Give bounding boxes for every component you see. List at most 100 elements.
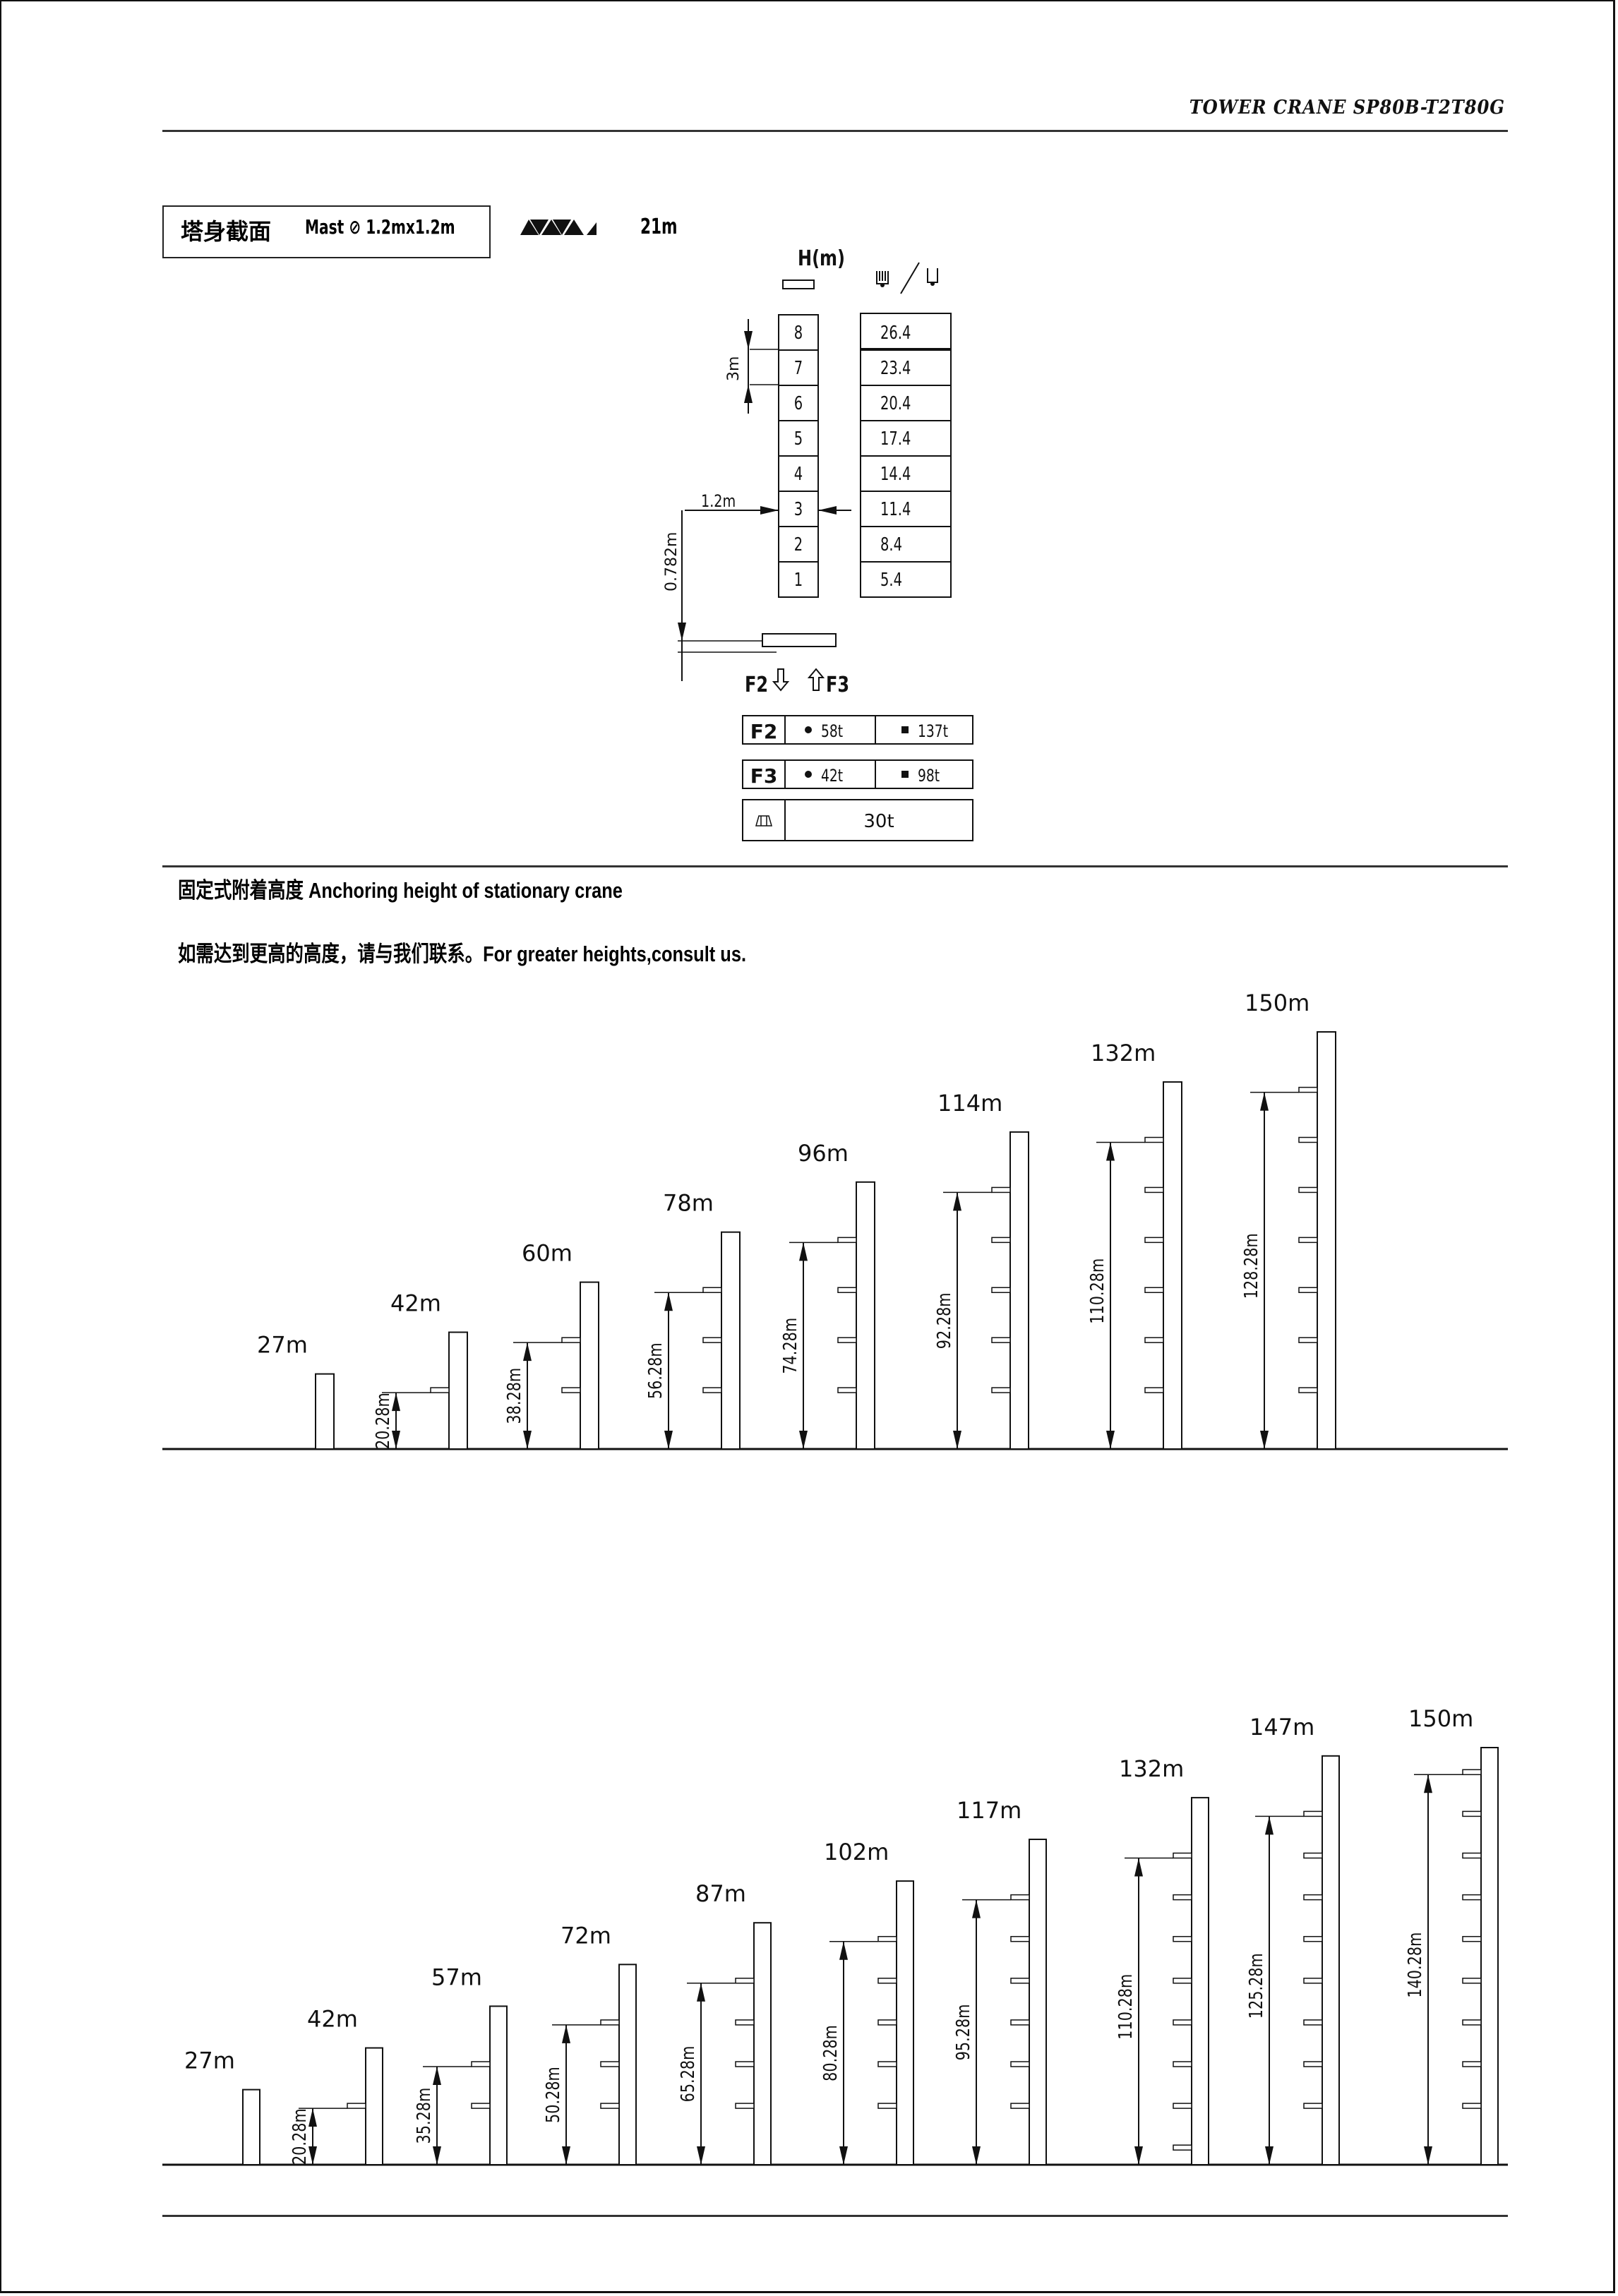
anchor-frame xyxy=(877,2061,897,2067)
anchor-frame xyxy=(1173,2019,1192,2026)
working-state-icon xyxy=(805,771,812,778)
anchor-frame xyxy=(1173,2103,1192,2109)
anchor-frame xyxy=(1303,1810,1323,1817)
anchor-frame xyxy=(1303,2061,1323,2067)
anchor-frame xyxy=(1010,1935,1030,1942)
anchor-frame xyxy=(600,2061,620,2067)
anchor-frame xyxy=(1303,1935,1323,1942)
anchor-frame xyxy=(1144,1186,1164,1194)
anchor-height-dim: 110.28m xyxy=(1086,1258,1108,1324)
height-value: 8.4 xyxy=(880,534,902,555)
anchor-frame xyxy=(1010,2061,1030,2067)
total-height-label: 87m xyxy=(695,1880,746,1907)
anchor-frame xyxy=(1173,1935,1192,1942)
section-number: 5 xyxy=(794,428,803,449)
working-force-value: 42t xyxy=(821,767,843,786)
anchor-frame xyxy=(561,1387,581,1393)
anchor-frame xyxy=(837,1337,857,1343)
ballast-row: 30t xyxy=(742,799,973,841)
anchor-height-dim: 110.28m xyxy=(1115,1974,1137,2040)
anchor-frame xyxy=(702,1287,722,1294)
total-height-label: 72m xyxy=(561,1922,611,1949)
anchor-frame xyxy=(1462,1978,1482,1984)
anchor-frame xyxy=(1144,1237,1164,1244)
total-height-label: 27m xyxy=(184,2048,235,2074)
anchoring-note: 如需达到更高的高度，请与我们联系。For greater heights,con… xyxy=(178,942,747,966)
total-height-label: 150m xyxy=(1245,990,1310,1016)
header-rule xyxy=(162,130,1508,132)
anchor-frame xyxy=(1298,1086,1318,1093)
anchor-frame xyxy=(1303,1978,1323,1984)
f2-legend: F2 xyxy=(745,673,768,697)
mast-section-box: 塔身截面 Mast ⊘ 1.2mx1.2m xyxy=(162,205,491,258)
anchoring-chart-2: 27m42m20.28m57m35.28m72m50.28m87m65.28m1… xyxy=(162,1705,1508,2166)
anchor-frame xyxy=(561,1337,581,1343)
anchor-frame xyxy=(877,1935,897,1942)
anchor-frame xyxy=(877,1978,897,1984)
section-number: 3 xyxy=(794,499,803,519)
total-height-label: 102m xyxy=(824,1839,889,1865)
anchor-frame xyxy=(1010,2019,1030,2026)
height-column-header: H(m) xyxy=(798,246,845,270)
anchor-height-dim: 38.28m xyxy=(503,1368,525,1424)
anchor-frame xyxy=(1173,1894,1192,1901)
total-height-label: 78m xyxy=(663,1190,714,1217)
height-value: 5.4 xyxy=(880,570,902,590)
working-force-value: 58t xyxy=(821,722,843,742)
section-number: 2 xyxy=(794,534,803,555)
f3-arrow-up-icon xyxy=(807,668,825,691)
anchor-frame xyxy=(600,2019,620,2026)
anchor-frame xyxy=(735,2103,755,2109)
anchor-frame xyxy=(1462,2061,1482,2067)
non-working-state-icon xyxy=(901,726,909,733)
anchor-frame xyxy=(1173,2144,1192,2151)
anchor-height-dim: 20.28m xyxy=(289,2108,311,2165)
force-label: F3 xyxy=(750,764,778,788)
section-number: 4 xyxy=(794,464,803,484)
anchor-frame xyxy=(702,1387,722,1393)
total-height-label: 117m xyxy=(957,1797,1021,1824)
base-dim: 0.782m xyxy=(663,532,681,591)
anchor-frame xyxy=(735,2061,755,2067)
section-divider xyxy=(162,865,1508,867)
non-working-force-value: 137t xyxy=(918,722,948,742)
anchor-frame xyxy=(702,1337,722,1343)
anchor-frame xyxy=(1173,1978,1192,1984)
anchor-frame xyxy=(991,1337,1011,1343)
anchor-frame xyxy=(1144,1337,1164,1343)
anchor-height-dim: 20.28m xyxy=(372,1393,394,1449)
anchor-frame xyxy=(735,2019,755,2026)
anchor-frame xyxy=(1303,2019,1323,2026)
anchor-height-dim: 125.28m xyxy=(1245,1953,1267,2019)
anchor-frame xyxy=(1462,1935,1482,1942)
f3-legend: F3 xyxy=(826,673,849,697)
anchor-frame xyxy=(471,2103,491,2109)
counterweight-icon xyxy=(755,815,772,827)
anchor-frame xyxy=(877,2019,897,2026)
total-height-label: 114m xyxy=(937,1090,1002,1117)
anchor-frame xyxy=(991,1186,1011,1194)
total-height-label: 60m xyxy=(522,1240,573,1267)
mast-section-label-en: Mast ⊘ 1.2mx1.2m xyxy=(305,215,455,239)
anchor-frame xyxy=(600,2103,620,2109)
anchor-frame xyxy=(1303,1894,1323,1901)
non-working-state-icon xyxy=(901,771,909,778)
anchor-frame xyxy=(471,2061,491,2067)
anchor-frame xyxy=(1298,1136,1318,1143)
four-fall-hook-icon xyxy=(876,271,889,287)
anchor-frame xyxy=(347,2103,366,2109)
